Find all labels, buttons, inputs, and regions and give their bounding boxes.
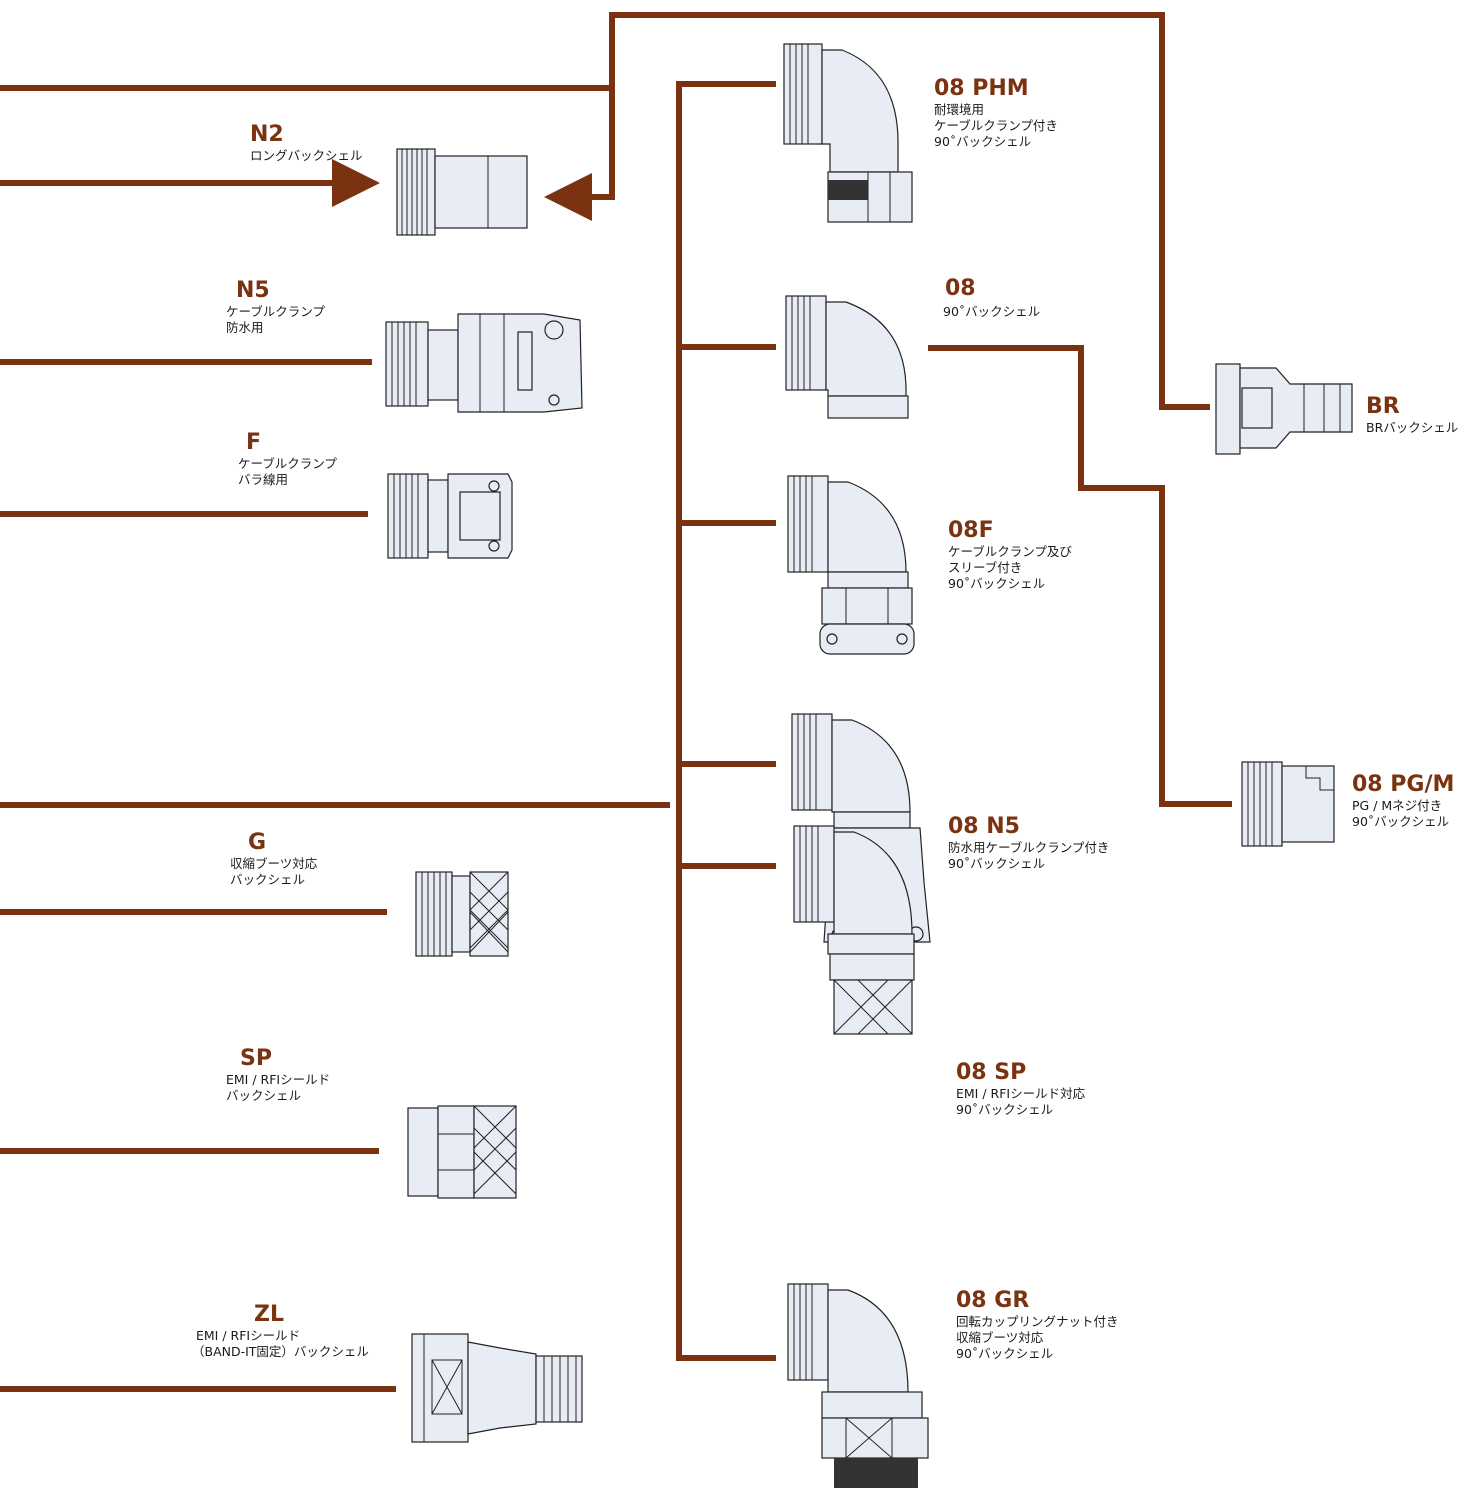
08gr-backshell-drawing xyxy=(787,1283,929,1488)
code-label: 08 GR xyxy=(956,1288,1030,1313)
caption-sp: SP EMI / RFIシールド バックシェル xyxy=(226,1046,330,1104)
wire-to-n2-right xyxy=(544,88,615,221)
desc-line: 90˚バックシェル xyxy=(934,134,1032,149)
desc-line: 90˚バックシェル xyxy=(943,304,1041,319)
code-label: N2 xyxy=(250,122,284,147)
f-backshell-drawing xyxy=(387,473,513,559)
desc-line: （BAND-IT固定）バックシェル xyxy=(192,1344,369,1359)
caption-08phm: 08 PHM 耐環境用 ケーブルクランプ付き 90˚バックシェル xyxy=(934,76,1058,150)
caption-08f: 08F ケーブルクランプ及び スリーブ付き 90˚バックシェル xyxy=(948,518,1072,592)
caption-zl: ZL EMI / RFIシールド （BAND-IT固定）バックシェル xyxy=(192,1302,369,1360)
sp-backshell-drawing xyxy=(407,1105,517,1199)
08sp-backshell-drawing xyxy=(793,825,915,1035)
desc-line: ケーブルクランプ及び xyxy=(948,544,1072,559)
code-label: F xyxy=(246,430,262,455)
code-label: G xyxy=(248,830,267,855)
08-backshell-drawing xyxy=(785,295,909,419)
desc-line: 防水用 xyxy=(226,320,264,335)
br-backshell-drawing xyxy=(1215,363,1353,455)
caption-08gr: 08 GR 回転カップリングナット付き 収縮ブーツ対応 90˚バックシェル xyxy=(956,1288,1119,1362)
caption-08sp: 08 SP EMI / RFIシールド対応 90˚バックシェル xyxy=(956,1060,1085,1118)
desc-line: バックシェル xyxy=(226,1088,302,1103)
code-label: 08 SP xyxy=(956,1060,1027,1085)
caption-08n5: 08 N5 防水用ケーブルクランプ付き 90˚バックシェル xyxy=(948,814,1109,872)
caption-g: G 収縮ブーツ対応 バックシェル xyxy=(230,830,317,888)
desc-line: 90˚バックシェル xyxy=(956,1346,1054,1361)
desc-line: 収縮ブーツ対応 xyxy=(230,856,318,871)
code-label: 08 PHM xyxy=(934,76,1029,101)
desc-line: ケーブルクランプ xyxy=(238,456,337,471)
code-label: ZL xyxy=(254,1302,284,1327)
desc-line: EMI / RFIシールド xyxy=(196,1328,301,1343)
caption-br: BR BRバックシェル xyxy=(1366,394,1458,436)
code-label: N5 xyxy=(236,278,270,303)
desc-line: BRバックシェル xyxy=(1366,420,1459,435)
caption-f: F ケーブルクランプ バラ線用 xyxy=(238,430,337,488)
desc-line: 回転カップリングナット付き xyxy=(956,1314,1119,1329)
desc-line: 90˚バックシェル xyxy=(948,856,1046,871)
caption-08pgm: 08 PG/M PG / Mネジ付き 90˚バックシェル xyxy=(1352,772,1454,830)
desc-line: 90˚バックシェル xyxy=(948,576,1046,591)
wire-08-to-pgm xyxy=(928,345,1232,807)
desc-line: 90˚バックシェル xyxy=(956,1102,1054,1117)
caption-n5: N5 ケーブルクランプ 防水用 xyxy=(226,278,325,336)
wire-90deg-spine xyxy=(676,81,776,1361)
g-backshell-drawing xyxy=(415,871,509,957)
08pgm-backshell-drawing xyxy=(1241,761,1335,847)
code-label: 08F xyxy=(948,518,994,543)
08f-backshell-drawing xyxy=(787,475,915,655)
desc-line: スリーブ付き xyxy=(948,560,1023,575)
desc-line: バラ線用 xyxy=(238,472,289,487)
code-label: BR xyxy=(1366,394,1400,419)
desc-line: EMI / RFIシールド対応 xyxy=(956,1086,1086,1101)
desc-line: 防水用ケーブルクランプ付き xyxy=(948,840,1110,855)
code-label: 08 N5 xyxy=(948,814,1020,839)
desc-line: バックシェル xyxy=(230,872,306,887)
caption-n2: N2 ロングバックシェル xyxy=(250,122,363,164)
desc-line: PG / Mネジ付き xyxy=(1352,798,1443,813)
desc-line: ケーブルクランプ付き xyxy=(934,118,1058,133)
desc-line: EMI / RFIシールド xyxy=(226,1072,331,1087)
code-label: 08 PG/M xyxy=(1352,772,1455,797)
desc-line: 90˚バックシェル xyxy=(1352,814,1450,829)
wire-top-loop xyxy=(0,12,1210,410)
caption-08: 08 90˚バックシェル xyxy=(943,276,1040,320)
desc-line: 耐環境用 xyxy=(934,102,985,117)
n5-backshell-drawing xyxy=(385,313,583,413)
desc-line: ロングバックシェル xyxy=(250,148,363,163)
zl-backshell-drawing xyxy=(411,1333,583,1443)
desc-line: 収縮ブーツ対応 xyxy=(956,1330,1044,1345)
n2-backshell-drawing xyxy=(396,148,528,236)
code-label: SP xyxy=(240,1046,272,1071)
08phm-backshell-drawing xyxy=(783,43,913,223)
desc-line: ケーブルクランプ xyxy=(226,304,325,319)
code-label: 08 xyxy=(945,276,976,301)
